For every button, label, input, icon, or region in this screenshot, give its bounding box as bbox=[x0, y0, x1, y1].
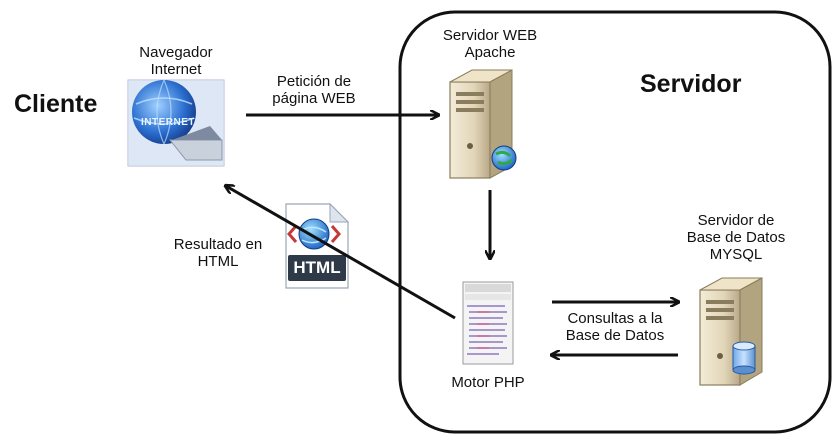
result-label: Resultado en HTML bbox=[158, 236, 278, 270]
browser-label: Navegador Internet bbox=[118, 44, 234, 78]
request-label: Petición de página WEB bbox=[254, 73, 374, 107]
result-label-line1: Resultado en bbox=[173, 236, 263, 253]
queries-label: Consultas a la Base de Datos bbox=[550, 310, 680, 344]
web-server-icon bbox=[449, 69, 517, 179]
queries-label-line2: Base de Datos bbox=[565, 327, 665, 344]
queries-label-line1: Consultas a la bbox=[567, 310, 663, 327]
client-title: Cliente bbox=[14, 90, 98, 118]
browser-label-line1: Navegador bbox=[139, 44, 213, 61]
web-server-label-line2: Apache bbox=[464, 44, 516, 61]
html-badge-text: HTML bbox=[293, 258, 341, 277]
request-label-line2: página WEB bbox=[272, 90, 356, 107]
server-boundary bbox=[398, 10, 832, 434]
request-label-line1: Petición de bbox=[276, 73, 352, 90]
result-label-line2: HTML bbox=[197, 253, 239, 270]
database-cylinder-icon bbox=[732, 341, 756, 375]
php-engine-label: Motor PHP bbox=[451, 374, 525, 391]
db-server-label-line3: MYSQL bbox=[709, 246, 763, 263]
browser-label-line2: Internet bbox=[150, 61, 202, 78]
browser-internet-icon bbox=[127, 79, 225, 167]
result-arrow bbox=[226, 186, 456, 320]
web-server-label-line1: Servidor WEB bbox=[442, 27, 538, 44]
database-server-icon bbox=[699, 277, 763, 386]
php-document-icon bbox=[462, 281, 514, 365]
db-server-label-line2: Base de Datos bbox=[686, 229, 786, 246]
web-server-label: Servidor WEB Apache bbox=[430, 27, 550, 61]
db-server-label: Servidor de Base de Datos MYSQL bbox=[666, 212, 806, 263]
globe-text: INTERNET bbox=[141, 117, 195, 128]
server-title: Servidor bbox=[640, 70, 742, 98]
db-server-label-line1: Servidor de bbox=[697, 212, 775, 229]
